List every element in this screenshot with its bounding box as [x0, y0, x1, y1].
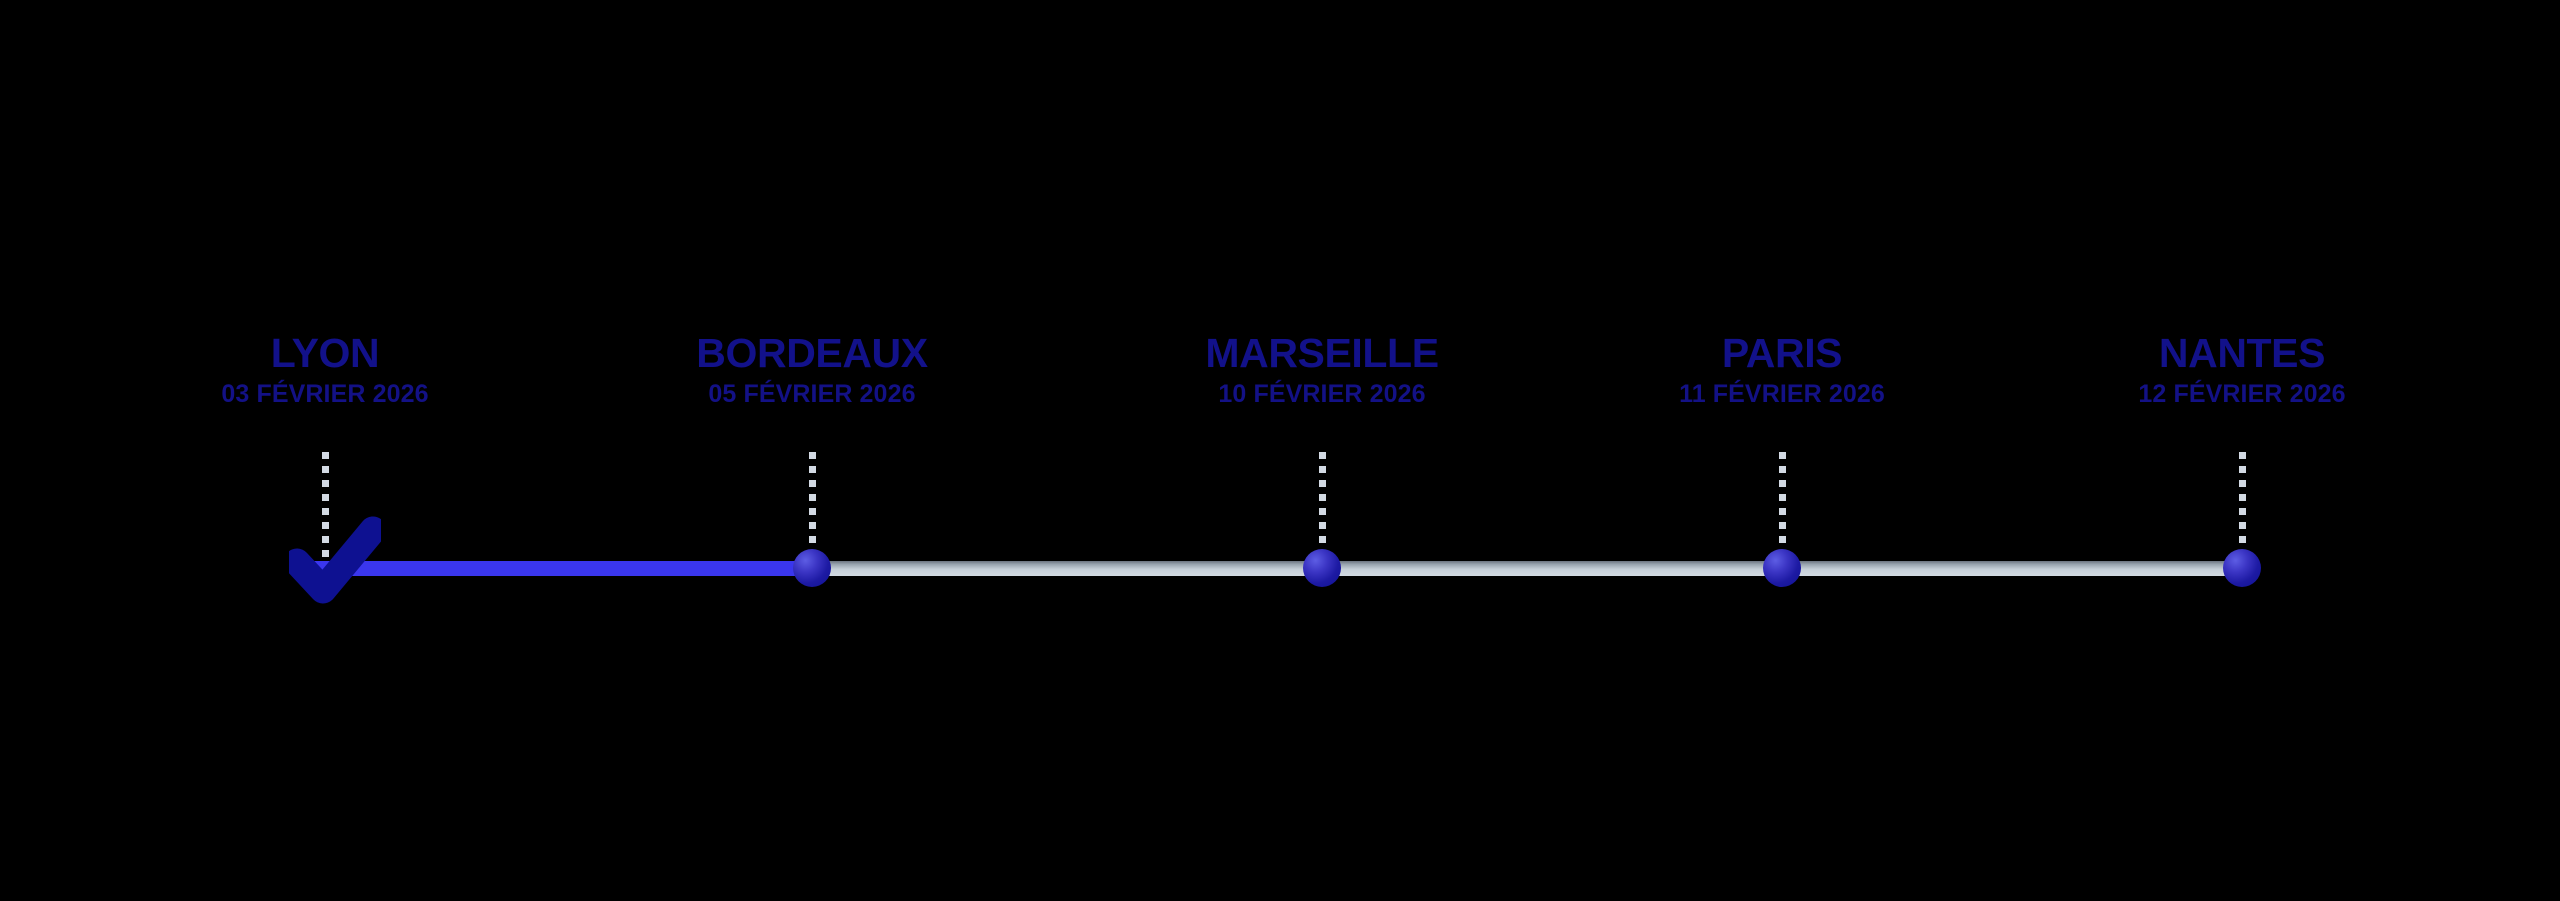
stop-date-label: 03 FÉVRIER 2026 — [221, 379, 429, 408]
stop-city-label: NANTES — [2158, 330, 2326, 376]
stop-date-label: 11 FÉVRIER 2026 — [1679, 379, 1885, 408]
stop-city-label: PARIS — [1721, 330, 1843, 376]
timeline-stop-paris[interactable]: PARIS 11 FÉVRIER 2026 — [1679, 332, 1885, 407]
check-icon — [289, 516, 381, 604]
stop-date-label: 12 FÉVRIER 2026 — [2138, 379, 2346, 408]
timeline-node-nantes[interactable] — [2223, 549, 2261, 587]
stop-city-label: LYON — [270, 330, 380, 376]
leader-line-nantes — [2239, 452, 2246, 558]
stop-date-label: 05 FÉVRIER 2026 — [708, 379, 916, 408]
leader-line-lyon — [322, 452, 329, 558]
timeline-node-paris[interactable] — [1763, 549, 1801, 587]
timeline-node-bordeaux[interactable] — [793, 549, 831, 587]
leader-line-bordeaux — [809, 452, 816, 558]
timeline-progress-fill — [313, 561, 812, 576]
leader-line-marseille — [1319, 452, 1326, 558]
stop-city-label: MARSEILLE — [1205, 330, 1439, 376]
timeline-stop-marseille[interactable]: MARSEILLE 10 FÉVRIER 2026 — [1205, 330, 1439, 408]
timeline-stop-bordeaux[interactable]: BORDEAUX 05 FÉVRIER 2026 — [696, 330, 928, 408]
timeline-stop-nantes[interactable]: NANTES 12 FÉVRIER 2026 — [2138, 332, 2345, 407]
leader-line-paris — [1779, 452, 1786, 558]
timeline-node-marseille[interactable] — [1303, 549, 1341, 587]
timeline-stop-lyon[interactable]: LYON 03 FÉVRIER 2026 — [221, 332, 428, 407]
stop-date-label: 10 FÉVRIER 2026 — [1218, 379, 1426, 408]
stop-city-label: BORDEAUX — [696, 330, 928, 376]
